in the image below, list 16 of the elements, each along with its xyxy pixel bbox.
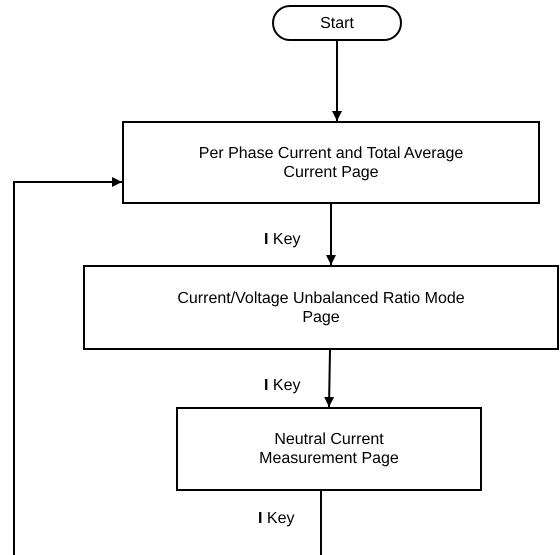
- edge-label: I Key: [262, 377, 302, 395]
- edge-label: I Key: [262, 231, 302, 249]
- arrow: [324, 350, 334, 408]
- node-text: Neutral Current Measurement Page: [258, 430, 400, 468]
- arrow: [332, 41, 342, 121]
- node-text: Per Phase Current and Total Average Current Page: [198, 144, 464, 182]
- edge-label: I Key: [256, 510, 296, 528]
- node-text: Start: [319, 14, 355, 32]
- process-box: [122, 121, 540, 204]
- process-box: [176, 407, 482, 491]
- process-box: [83, 265, 559, 350]
- arrow: [326, 204, 336, 265]
- terminator-box: [272, 5, 402, 41]
- connector-line: [320, 491, 322, 555]
- node-text: Current/Voltage Unbalanced Ratio Mode Page: [176, 288, 466, 326]
- arrow: [13, 177, 122, 555]
